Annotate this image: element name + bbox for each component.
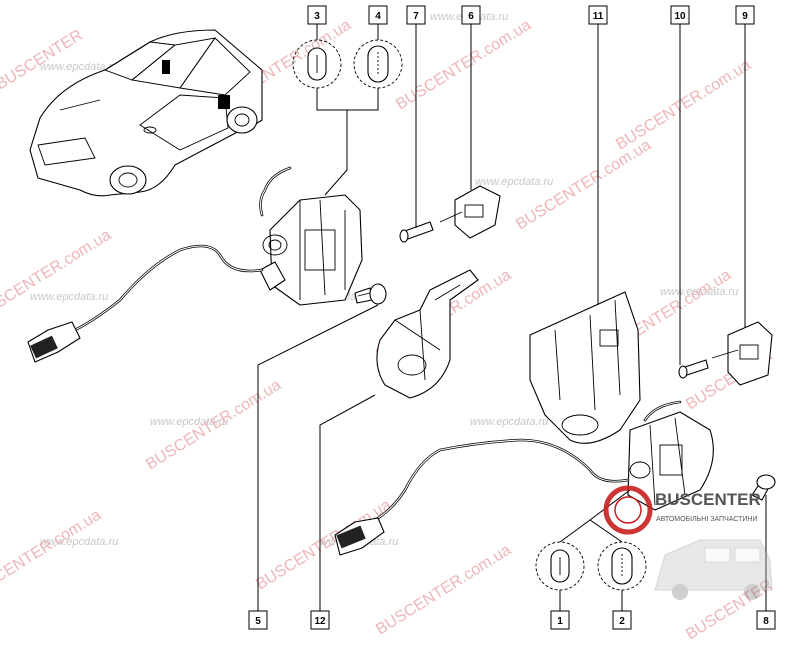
callout-11: 11 [588,5,608,25]
leader-lines [257,24,767,611]
highlight-mark [218,95,230,109]
door-lock-left [259,166,363,306]
svg-text:4: 4 [375,11,381,22]
watermark-epc: www.epcdata.ru [470,416,548,428]
watermark-brand: BUSCENTER.com.ua [0,226,114,323]
watermark-brand: BUSCENTER.com.ua [373,541,514,638]
screw-part-5 [354,283,387,305]
callout-5: 5 [248,610,268,630]
svg-text:10: 10 [674,11,686,22]
door-bracket-part-12 [376,269,479,399]
logo-name: BUSCENTER [655,490,761,509]
clip-part-1 [535,541,585,591]
door-trim-part-11 [529,291,641,444]
svg-text:2: 2 [619,616,625,627]
watermark-epc: www.epcdata.ru [30,291,108,303]
svg-text:1: 1 [557,616,563,627]
van-icon [654,539,773,600]
watermark-epc: www.epcdata.ru [150,416,228,428]
striker-part-9 [711,321,773,386]
svg-text:3: 3 [314,11,320,22]
screw-part-10 [678,359,709,379]
car-illustration [29,29,263,197]
callout-8: 8 [756,610,776,630]
watermark-epc: www.epcdata.ru [40,61,118,73]
clip-part-4 [353,39,403,89]
svg-text:5: 5 [255,616,261,627]
screw-part-7 [399,221,434,243]
callout-12: 12 [310,610,330,630]
buscenter-logo: BUSCENTER АВТОМОБІЛЬНІ ЗАПЧАСТИНИ [603,485,773,600]
door-lock-right [627,400,714,511]
svg-text:7: 7 [413,11,419,22]
release-cable-left [27,244,264,363]
watermark-brand: BUSCENTER.com.ua [0,506,104,603]
callout-7: 7 [406,5,426,25]
release-cable-right [334,438,630,556]
svg-text:12: 12 [314,616,326,627]
callout-4: 4 [368,5,388,25]
watermark-epc: www.epcdata.ru [475,176,553,188]
callout-3: 3 [307,5,327,25]
svg-text:6: 6 [468,11,474,22]
watermark-brand: BUSCENTER.com.ua [393,16,534,113]
clip-part-2 [597,541,647,591]
callout-6: 6 [461,5,481,25]
watermark-brand: BUSCENTER.com.ua [613,56,754,153]
svg-text:11: 11 [593,11,604,22]
svg-text:9: 9 [742,11,748,22]
highlight-mark [162,60,170,74]
callout-9: 9 [735,5,755,25]
callout-1: 1 [550,610,570,630]
svg-text:8: 8 [763,616,769,627]
callout-10: 10 [670,5,690,25]
watermark-epc: www.epcdata.ru [40,536,118,548]
logo-tagline: АВТОМОБІЛЬНІ ЗАПЧАСТИНИ [656,516,757,523]
callout-2: 2 [612,610,632,630]
striker-part-6 [439,185,501,239]
screw-part-8 [751,474,776,501]
